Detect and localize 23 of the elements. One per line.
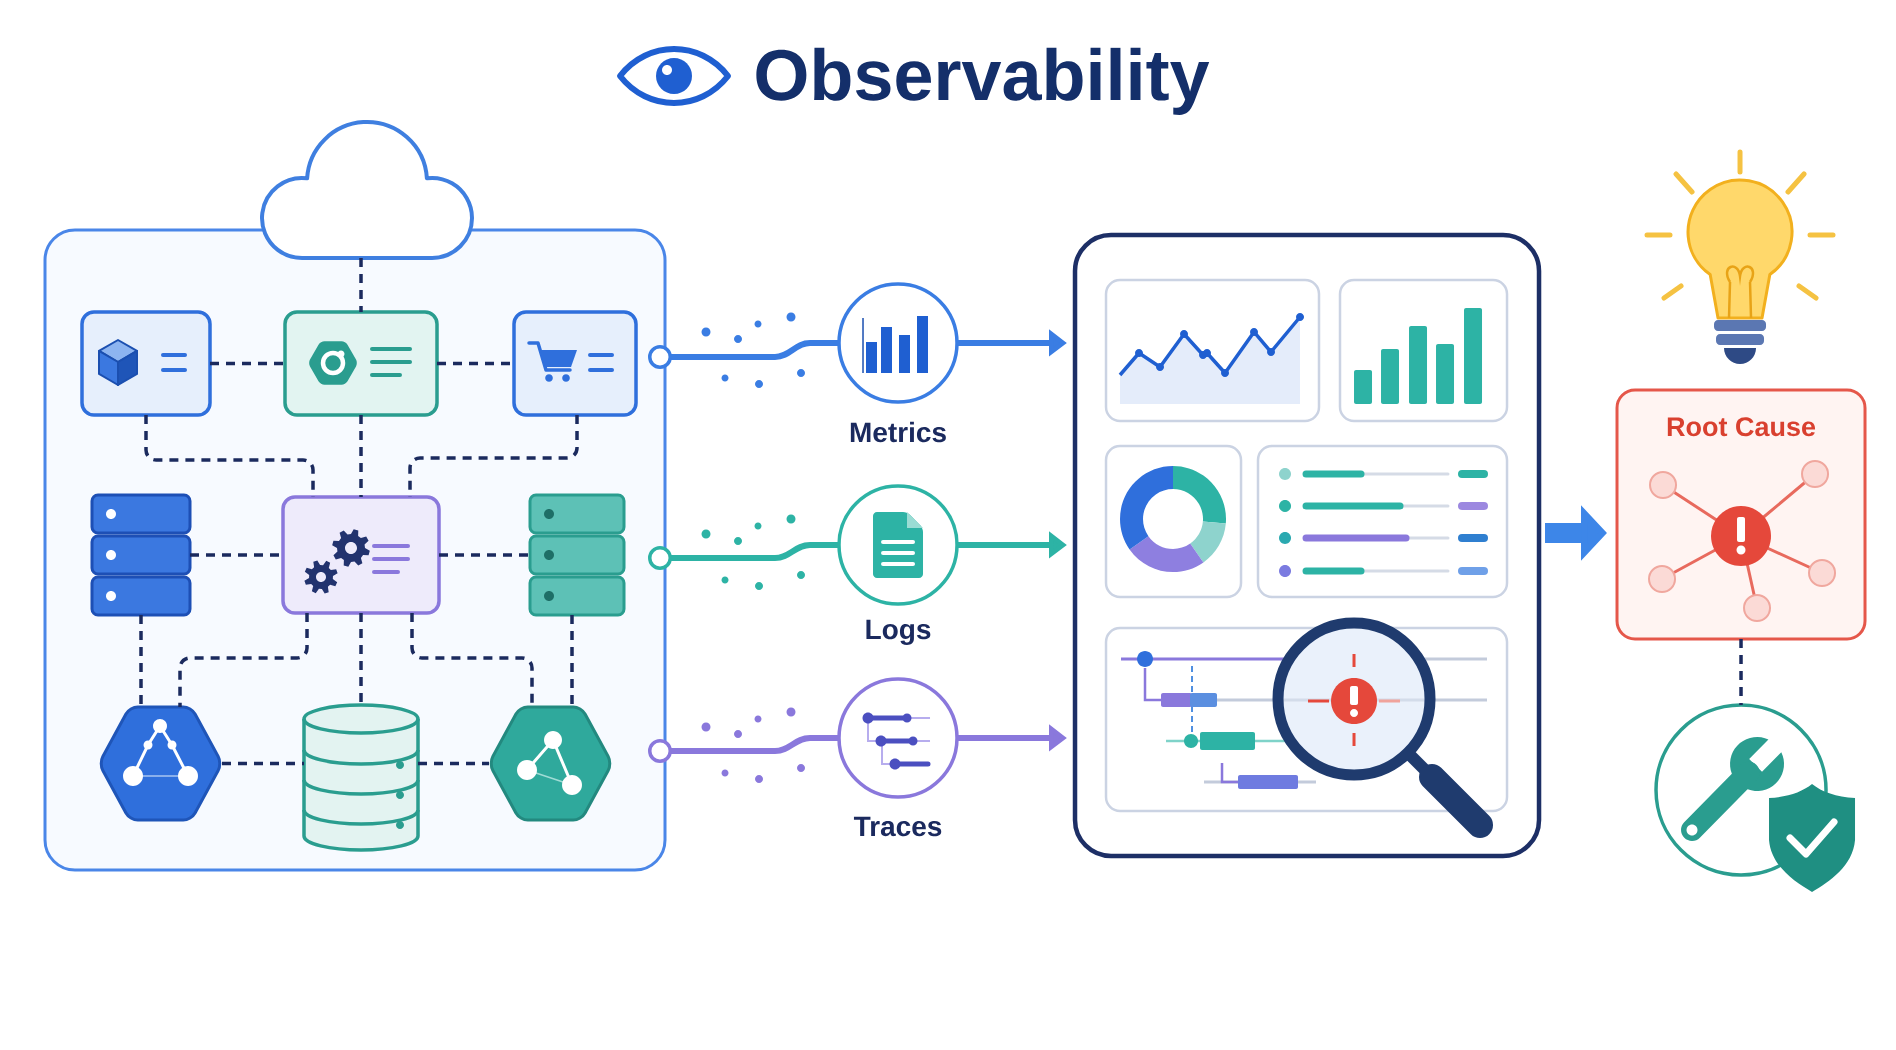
dashed-line	[210, 361, 285, 366]
node-label: Traces	[853, 816, 942, 837]
server-rack	[528, 493, 626, 617]
dashed-line	[359, 415, 363, 497]
box-heading: Root Cause	[1667, 417, 1816, 437]
cloud	[260, 120, 474, 260]
dashed-line	[418, 761, 489, 766]
node-label: Logs	[866, 619, 931, 645]
dashed-line	[222, 761, 304, 766]
database-cylinder	[302, 703, 420, 852]
connector-line	[648, 340, 839, 369]
server-rack	[90, 493, 192, 617]
connector-line	[648, 735, 839, 763]
dashed-line	[570, 615, 574, 707]
dashed-line	[139, 615, 143, 707]
dashed-line	[359, 258, 363, 312]
dashed-line	[1739, 639, 1743, 705]
title: Observability	[756, 47, 1210, 115]
connector-line	[648, 542, 839, 570]
node-label: Metrics	[850, 421, 946, 443]
dashed-line	[439, 553, 530, 557]
dashed-line	[359, 613, 363, 705]
dashed-line	[178, 613, 309, 707]
